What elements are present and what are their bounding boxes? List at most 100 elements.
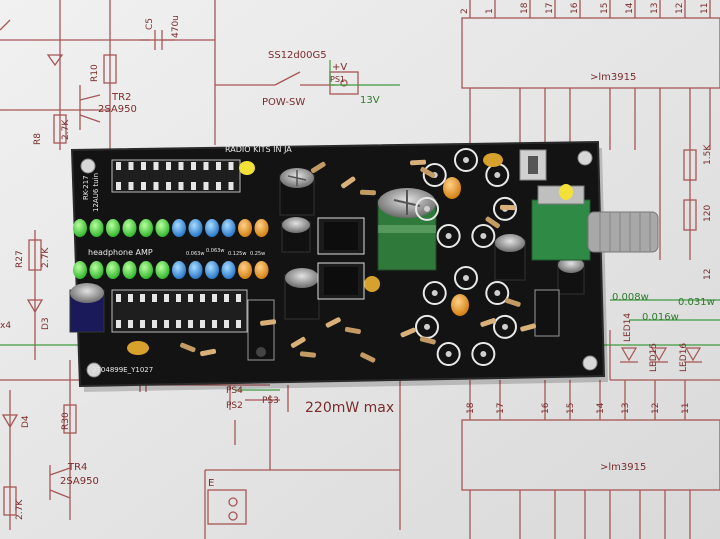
tube-pin-pad xyxy=(454,148,478,172)
electrolytic-capacitor xyxy=(69,283,105,333)
tube-pin-pad xyxy=(454,266,478,290)
pin-number: 12 xyxy=(675,3,685,14)
ic-top-label: >lm3915 xyxy=(590,72,636,83)
pcb-pw-label: 0.125w xyxy=(228,251,246,257)
electrolytic-capacitor xyxy=(557,257,585,295)
resistor xyxy=(299,351,316,358)
pin-number: 2 xyxy=(460,8,470,14)
pin-number: 16 xyxy=(541,402,551,414)
d3-label: D3 xyxy=(41,317,51,330)
tube-pin-pad xyxy=(436,224,461,249)
d4-label: D4 xyxy=(21,415,31,428)
pin-number: 11 xyxy=(700,3,710,14)
socket-pin xyxy=(140,294,145,302)
led-blue xyxy=(188,219,203,237)
tube-pin-hole xyxy=(445,351,452,358)
led-blue xyxy=(205,261,219,279)
led-green xyxy=(89,261,104,279)
socket-pin xyxy=(178,162,184,170)
socket-pin xyxy=(236,294,241,302)
socket-pin xyxy=(188,320,193,328)
resistor xyxy=(480,318,496,327)
mount-hole xyxy=(577,150,593,166)
electrolytic-capacitor-large xyxy=(377,188,437,271)
socket-pin xyxy=(191,182,196,190)
socket-pin xyxy=(228,162,234,170)
power-rail-label: +V xyxy=(332,62,347,73)
led-orange xyxy=(238,219,252,237)
socket-pin xyxy=(178,182,184,190)
led-green xyxy=(73,219,87,237)
socket-pin xyxy=(200,294,205,302)
socket-pin xyxy=(188,294,193,302)
led-row-lower xyxy=(73,261,269,279)
ceramic-capacitor xyxy=(559,184,573,200)
r8-label: R8 xyxy=(33,133,43,145)
c5-value-label: 470u xyxy=(171,15,181,38)
resistor xyxy=(325,317,341,328)
switch-label: POW-SW xyxy=(262,97,305,108)
led-row-upper xyxy=(73,219,269,237)
resistor xyxy=(520,323,537,332)
power-switch-lever[interactable] xyxy=(528,156,538,174)
input-jack[interactable] xyxy=(534,289,560,337)
tube-pin-pad xyxy=(422,281,447,306)
pcb-title: RADIO KITS IN JA xyxy=(225,145,292,154)
socket-pin xyxy=(166,182,171,190)
socket-pin xyxy=(116,294,121,302)
tube-pin-pad xyxy=(471,342,496,367)
max-power-label: 220mW max xyxy=(305,400,394,416)
power-0008w-label: 0.008w xyxy=(612,292,649,303)
led14-label: LED14 xyxy=(623,313,633,342)
led-symbols xyxy=(620,347,702,363)
socket-pin xyxy=(140,320,145,328)
socket-pin xyxy=(153,162,159,170)
tube-pin-pad xyxy=(485,281,510,306)
tube-pin-hole xyxy=(494,172,501,179)
socket-pin xyxy=(224,294,229,302)
socket-pin xyxy=(116,182,121,190)
led-blue xyxy=(172,261,186,279)
tube-pin-hole xyxy=(424,205,431,212)
tube-pin-pad xyxy=(436,342,461,367)
ps3-label: PS3 xyxy=(262,396,279,406)
socket-pin xyxy=(164,320,169,328)
led-green xyxy=(106,261,120,279)
indicator-led xyxy=(443,177,461,199)
pin-e-label: E xyxy=(208,478,214,489)
socket-pin xyxy=(228,182,234,190)
r8-value-label: 2.7K xyxy=(61,119,71,140)
led-green xyxy=(122,219,137,237)
led-green xyxy=(122,261,137,279)
led-green xyxy=(89,219,104,237)
r27-label: R27 xyxy=(15,250,25,268)
electrolytic-capacitor xyxy=(284,268,320,320)
socket-pin xyxy=(191,162,196,170)
tr2-part-label: 2SA950 xyxy=(98,104,137,115)
led-blue xyxy=(221,219,236,237)
socket-pin xyxy=(176,294,181,302)
socket-pin xyxy=(200,320,205,328)
tr4-part-label: 2SA950 xyxy=(60,476,99,487)
x4-label: x4 xyxy=(0,321,11,331)
ps4-label: PS4 xyxy=(226,386,243,396)
ps1-label: PS1 xyxy=(330,75,345,84)
socket-pin xyxy=(216,182,221,190)
pin-number: 14 xyxy=(625,2,635,14)
tube-pin-hole xyxy=(445,233,452,240)
pin-number: 13 xyxy=(621,403,631,414)
indicator-led xyxy=(451,294,469,316)
potentiometer[interactable] xyxy=(531,185,659,261)
resistor xyxy=(504,298,521,307)
tube-socket-pads xyxy=(415,148,517,367)
dip-ic xyxy=(317,262,365,300)
socket-pin xyxy=(236,320,241,328)
mount-hole xyxy=(80,158,96,174)
ic-bottom-label: >lm3915 xyxy=(600,462,646,473)
resistor xyxy=(359,189,376,196)
socket-pin xyxy=(116,320,121,328)
resistor xyxy=(485,216,500,229)
